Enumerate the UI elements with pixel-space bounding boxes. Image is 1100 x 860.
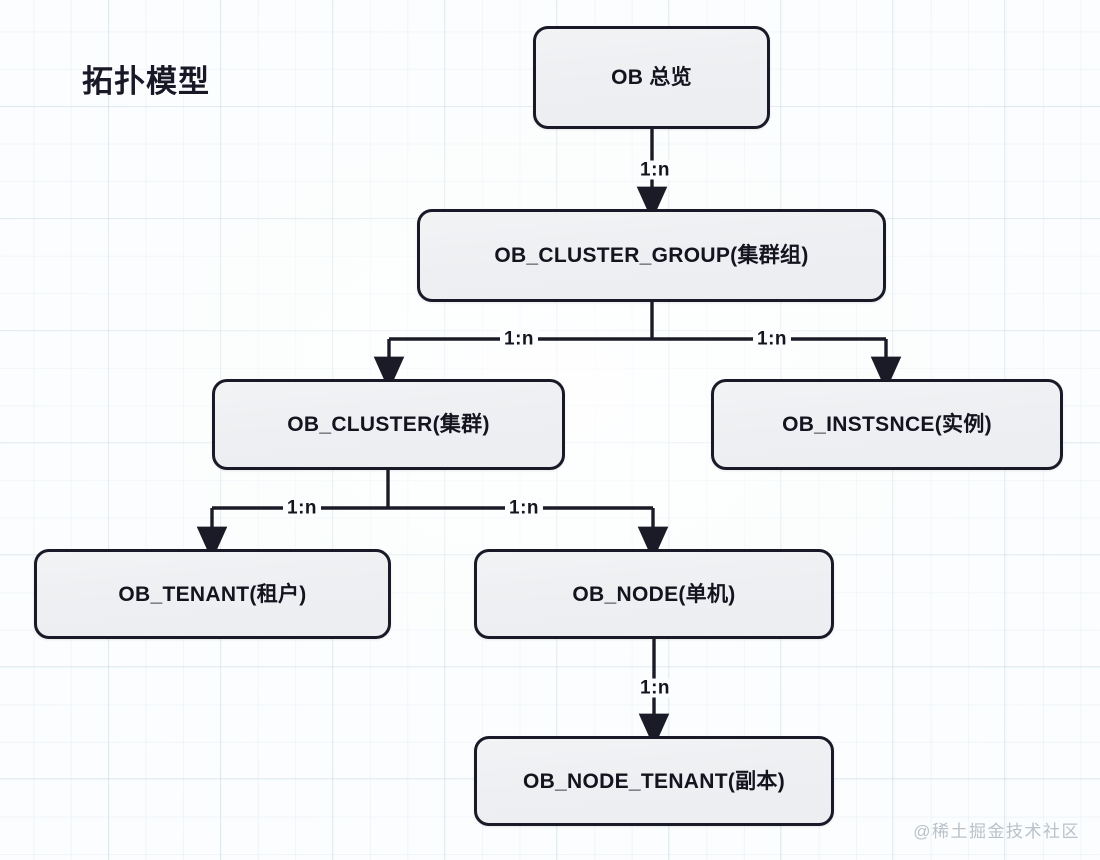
node-label: OB_NODE(单机): [572, 582, 736, 606]
node-label: OB_INSTSNCE(实例): [782, 413, 992, 436]
node-label: OB_CLUSTER_GROUP(集群组): [494, 244, 809, 267]
edge-label-node-to-node-tenant: 1:n: [636, 678, 674, 698]
node-label: OB 总览: [611, 66, 692, 89]
watermark: @稀土掘金技术社区: [913, 822, 1080, 841]
edge-label-cluster-group-to-instsnce: 1:n: [753, 329, 791, 349]
node-ob-cluster[interactable]: OB_CLUSTER(集群): [212, 379, 565, 470]
node-ob-node[interactable]: OB_NODE(单机): [474, 549, 834, 639]
node-ob-node-tenant[interactable]: OB_NODE_TENANT(副本): [474, 736, 834, 826]
node-ob-overview[interactable]: OB 总览: [533, 26, 770, 129]
node-label: OB_CLUSTER(集群): [287, 413, 490, 436]
node-ob-instsnce[interactable]: OB_INSTSNCE(实例): [711, 379, 1063, 470]
edge-label-overview-to-cluster-group: 1:n: [636, 160, 674, 180]
edge-label-cluster-group-to-cluster: 1:n: [500, 329, 538, 349]
page-title: 拓扑模型: [82, 64, 210, 99]
node-label: OB_NODE_TENANT(副本): [522, 769, 786, 793]
node-ob-tenant[interactable]: OB_TENANT(租户): [34, 549, 391, 639]
node-ob-cluster-group[interactable]: OB_CLUSTER_GROUP(集群组): [417, 209, 886, 302]
node-label: OB_TENANT(租户): [118, 582, 307, 606]
edge-label-cluster-to-node: 1:n: [505, 498, 543, 518]
edge-label-cluster-to-tenant: 1:n: [283, 498, 321, 518]
